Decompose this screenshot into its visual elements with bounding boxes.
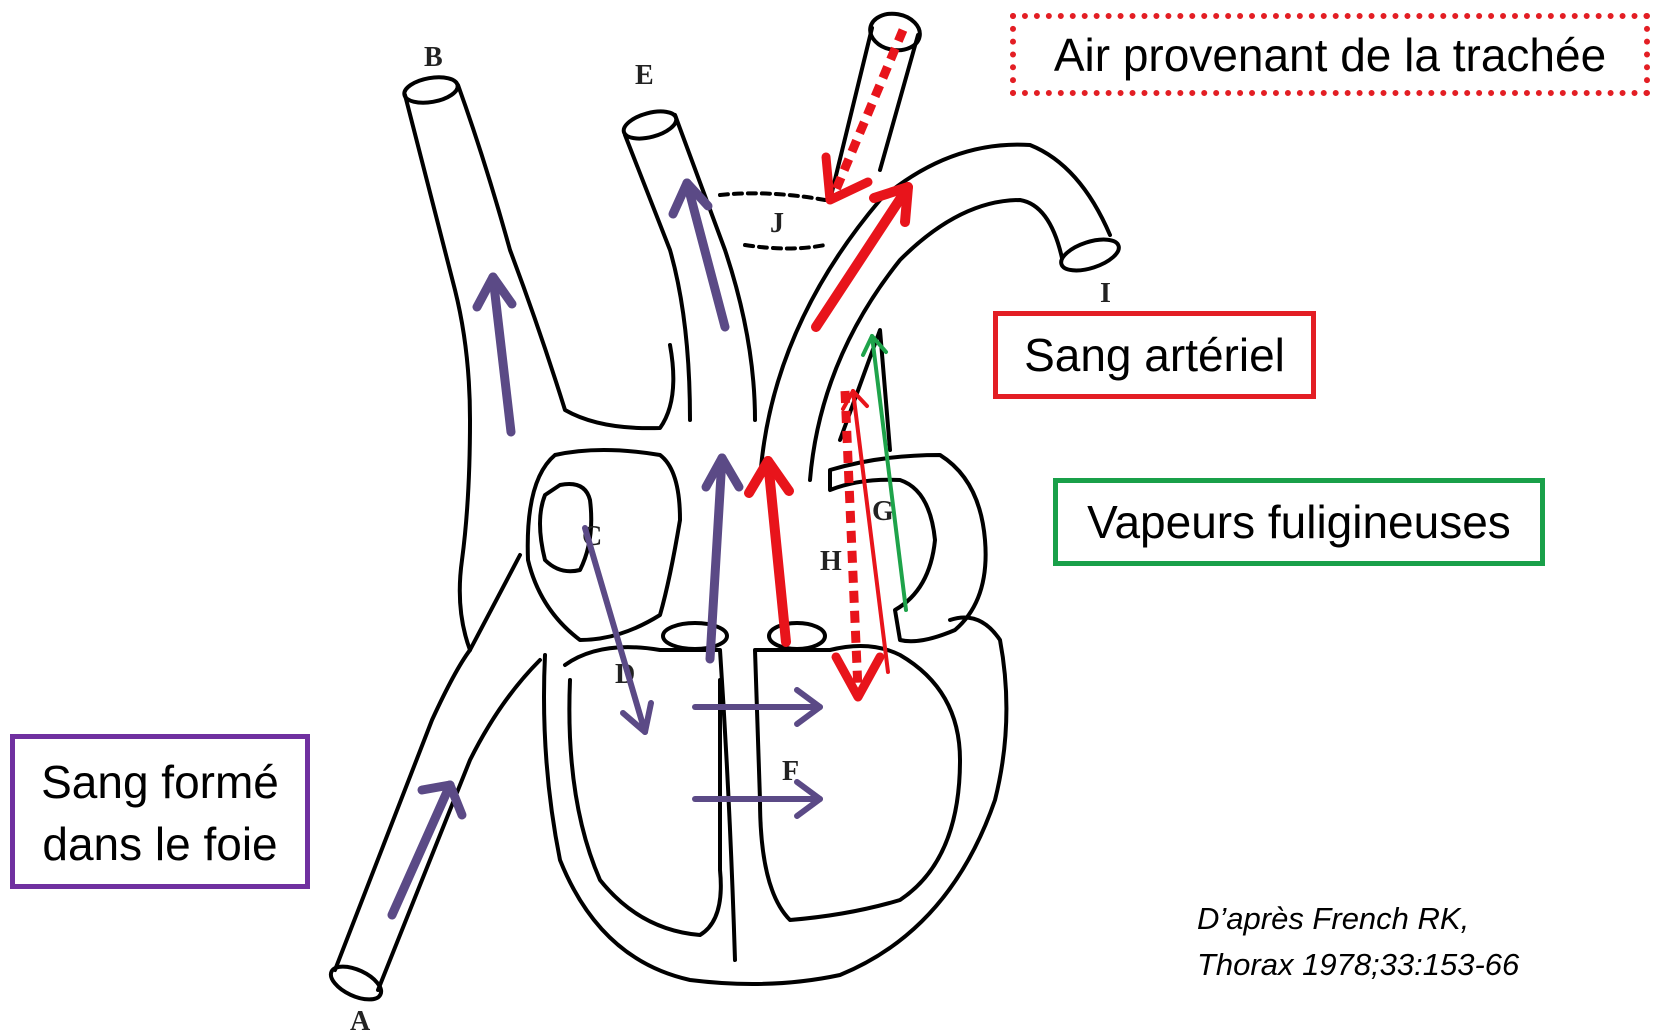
valve-left (663, 623, 727, 649)
vena-cava-inferior (335, 555, 520, 970)
arrow-aorta (816, 187, 908, 327)
arrow-vena-cava-superior (477, 277, 512, 432)
vena-cava-superior (405, 95, 470, 650)
legend-arterial-text: Sang artériel (1024, 328, 1285, 382)
legend-liver-blood: Sang formé dans le foie (10, 734, 310, 889)
label-a: A (350, 1006, 371, 1033)
arrow-ventricle-to-aorta (749, 461, 789, 642)
label-j: J (770, 208, 784, 239)
legend-air-text: Air provenant de la trachée (1054, 28, 1606, 82)
citation: D’après French RK, Thorax 1978;33:153-66 (1197, 896, 1637, 988)
legend-liver-line1: Sang formé (41, 751, 279, 813)
citation-line1: D’après French RK, (1197, 896, 1637, 942)
valve-right (769, 623, 825, 649)
label-i: I (1100, 278, 1111, 309)
citation-line2: Thorax 1978;33:153-66 (1197, 942, 1637, 988)
label-b: B (424, 42, 443, 73)
vessel-e (625, 135, 690, 420)
legend-air: Air provenant de la trachée (1010, 13, 1650, 96)
label-e: E (635, 60, 654, 91)
label-h: H (820, 546, 842, 577)
arrow-septum-lower (695, 782, 820, 816)
legend-vapeurs: Vapeurs fuligineuses (1053, 478, 1545, 566)
legend-liver-line2: dans le foie (42, 813, 277, 875)
legend-arterial-blood: Sang artériel (993, 311, 1316, 399)
heart-outline (326, 10, 1123, 1006)
right-atrium (528, 450, 680, 640)
legend-vapeurs-text: Vapeurs fuligineuses (1087, 495, 1511, 549)
arrow-atrium-to-ventricle (585, 528, 651, 732)
